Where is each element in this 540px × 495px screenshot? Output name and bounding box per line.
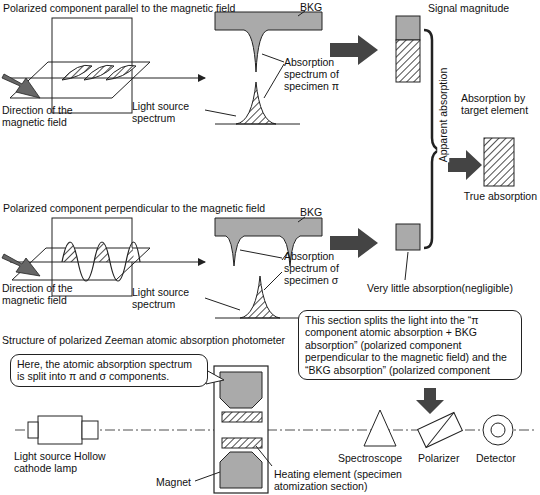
section-heading: Polarized component perpendicular to the…: [3, 202, 265, 214]
part-name: Magnet: [156, 476, 191, 488]
signal-bar-pi: [396, 16, 420, 82]
result-label: True absorption: [464, 190, 537, 202]
spectrum-label: Absorption spectrum of specimen π: [284, 56, 364, 92]
field-label: Direction of the magnetic field: [2, 282, 82, 306]
parallel-plane-figure: [2, 18, 205, 113]
callout-text: Here, the atomic absorption spectrum is …: [17, 358, 201, 383]
section-heading: Structure of polarized Zeeman atomic abs…: [2, 334, 285, 346]
part-name: Light source Hollow cathode lamp: [14, 450, 124, 474]
callout-text: This section splits the light into the “…: [305, 314, 515, 376]
spectrum-sigma: [205, 217, 420, 318]
result-label: Absorption by target element: [461, 92, 537, 116]
axis-title: Signal magnitude: [428, 2, 509, 14]
result-label: Very little absorption(negligible): [367, 282, 537, 294]
bracket-label: Apparent absorption: [437, 68, 449, 163]
spectrum-label: Light source spectrum: [132, 286, 207, 310]
callout-box: Here, the atomic absorption spectrum is …: [10, 354, 208, 387]
part-name: Detector: [476, 452, 516, 464]
bkg-label: BKG: [300, 206, 322, 218]
callout-box: This section splits the light into the “…: [298, 310, 522, 380]
field-label: Direction of the magnetic field: [2, 104, 82, 128]
section-heading: Polarized component parallel to the magn…: [3, 2, 235, 14]
part-name: Spectroscope: [338, 452, 402, 464]
part-name: Heating element (specimen atomization se…: [274, 468, 414, 492]
spectrum-pi: [205, 11, 378, 124]
spectrum-label: Absorption spectrum of specimen σ: [284, 250, 364, 286]
bkg-label: BKG: [300, 1, 322, 13]
spectrum-label: Light source spectrum: [132, 100, 207, 124]
apparent-bracket: [424, 30, 514, 248]
part-name: Polarizer: [418, 452, 459, 464]
